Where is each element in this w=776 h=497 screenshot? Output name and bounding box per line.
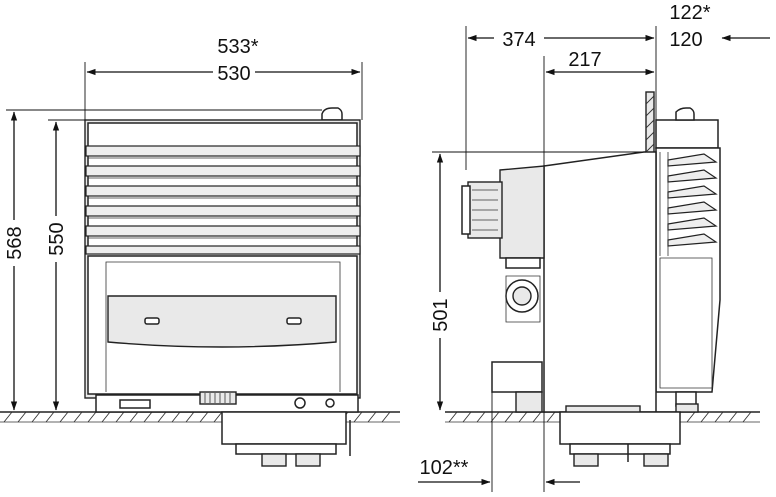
side-heater-body [655, 147, 721, 393]
front-panel-slot-left [144, 317, 160, 325]
side-sub-floor-unit [559, 405, 681, 467]
side-flue-housing [461, 151, 657, 413]
extension-lines [6, 26, 657, 492]
side-view [445, 91, 760, 467]
label-side-depth-inner: 217 [568, 49, 601, 71]
label-flue-offset: 102** [420, 457, 469, 479]
front-panel-slot-right [286, 317, 302, 325]
side-louvers [659, 152, 718, 256]
side-top-cap [655, 119, 719, 149]
front-top-knob [321, 107, 343, 121]
front-grille-louvers [85, 145, 361, 255]
label-front-width-inner: 530 [217, 63, 250, 85]
label-front-width-outer: 533* [217, 36, 258, 58]
front-view [0, 107, 400, 467]
label-side-height: 501 [430, 298, 452, 331]
label-height-body: 550 [46, 222, 68, 255]
label-side-top-outer: 122* [669, 2, 710, 24]
side-lower-duct [491, 361, 543, 413]
label-side-depth: 374 [502, 29, 535, 51]
label-height-total: 568 [4, 226, 26, 259]
front-sub-floor-unit [221, 411, 351, 467]
dimension-labels: 533* 530 568 550 374 217 122* 120 501 10… [2, 2, 711, 479]
front-panel [107, 295, 337, 348]
label-side-top-inner: 120 [669, 29, 702, 51]
